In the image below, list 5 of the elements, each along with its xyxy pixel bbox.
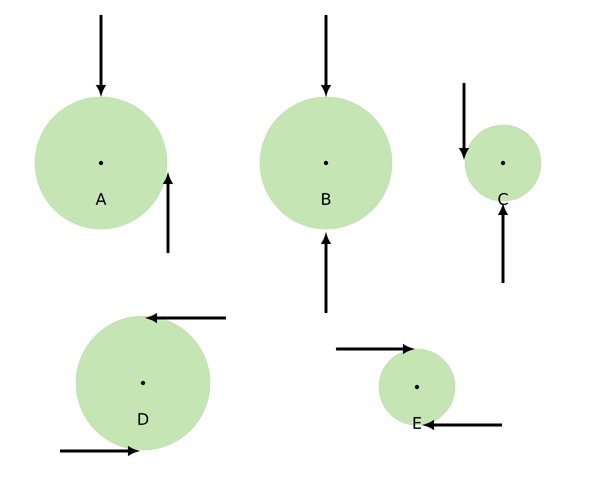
disc: A	[34, 96, 168, 230]
disc: D	[76, 316, 210, 450]
disc: B	[260, 96, 392, 230]
disc: C	[464, 124, 542, 206]
disc: E	[378, 348, 456, 429]
